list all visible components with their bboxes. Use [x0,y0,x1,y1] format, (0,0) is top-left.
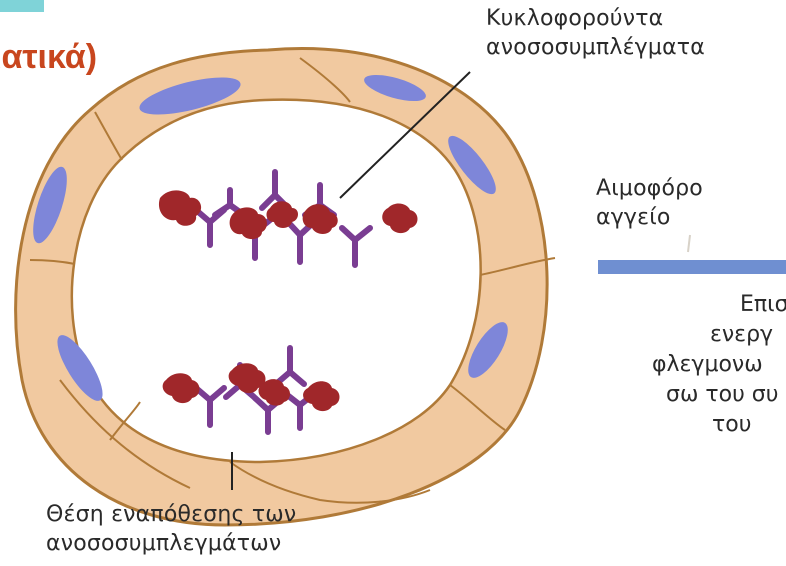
blood-vessel [16,48,555,525]
right-text-line-1: Επισ [740,290,786,319]
label-blood-vessel: Αιμοφόρο αγγείο [596,174,703,232]
label-circulating-complexes: Κυκλοφορούντα ανοσοσυμπλέγματα [486,4,705,62]
label-line: Θέση εναπόθεσης των [46,500,296,529]
label-line: ανοσοσυμπλεγμάτων [46,529,296,558]
blue-bar [598,260,786,274]
right-text-line-5: του [712,410,751,439]
label-line: αγγείο [596,203,703,232]
label-deposition-site: Θέση εναπόθεσης των ανοσοσυμπλεγμάτων [46,500,296,558]
right-text-line-4: σω του συ [666,380,778,409]
faint-mark [688,235,690,252]
label-line: Αιμοφόρο [596,174,703,203]
label-line: ανοσοσυμπλέγματα [486,33,705,62]
right-text-line-2: ενεργ [710,320,773,349]
header-tab [0,0,44,12]
title-fragment: ιατικά) [0,38,97,77]
label-line: Κυκλοφορούντα [486,4,705,33]
vessel-lumen [72,100,481,462]
right-text-line-3: φλεγμονω [652,350,763,379]
